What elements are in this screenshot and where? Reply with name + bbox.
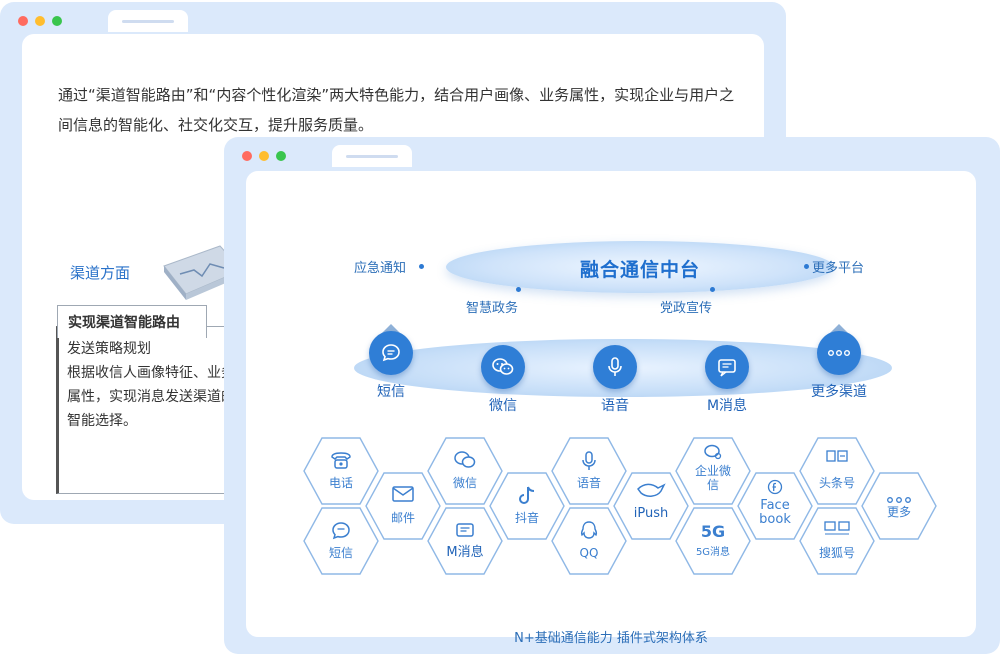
hex-label: 5G消息 [695,547,731,558]
maximize-dot[interactable] [52,16,62,26]
hex-more[interactable]: 更多 [860,471,938,541]
minimize-dot[interactable] [259,151,269,161]
feature-body: 发送策略规划 根据收信人画像特征、业务属性，实现消息发送渠道的智能选择。 [67,341,235,429]
hex-label: 电话 [328,476,353,490]
channel-wechat[interactable]: 微信 [468,345,538,415]
hex-qq[interactable]: QQ [550,506,628,576]
5g-icon: 5G [700,522,726,541]
chat-bubble-icon [369,331,413,375]
channel-label: M消息 [706,398,748,414]
front-window: 融合通信中台 应急通知 更多平台 智慧政务 党政宣传 短信 微信 [224,137,1000,654]
hex-sohu[interactable]: 搜狐号 [798,506,876,576]
hex-sms[interactable]: 短信 [302,506,380,576]
hub-title: 融合通信中台 [579,259,700,281]
hex-label: 抖音 [514,511,539,525]
channel-more[interactable]: 更多渠道 [804,331,874,401]
channel-label: 微信 [489,398,517,414]
hex-label: 头条号 [818,476,855,490]
ipush-bird-icon [612,481,690,503]
window-controls [18,16,62,26]
channel-label: 更多渠道 [811,384,867,400]
hub-point [710,287,715,292]
hub-point [804,264,809,269]
feature-heading: 实现渠道智能路由 [57,305,207,338]
hex-label: 搜狐号 [818,546,855,560]
channel-sms[interactable]: 短信 [356,331,426,401]
bottom-caption: N+基础通信能力 插件式架构体系 [514,631,708,646]
hex-tiktok[interactable]: 抖音 [488,471,566,541]
wechat-icon [426,450,504,474]
mail-icon [364,485,442,507]
minimize-dot[interactable] [35,16,45,26]
hex-label: M消息 [446,545,484,560]
hub-label-party: 党政宣传 [660,301,713,316]
hex-label: 语音 [576,476,601,490]
channel-label: 短信 [377,384,405,400]
hex-wecom[interactable]: 企业微信 [674,436,752,506]
channel-voice[interactable]: 语音 [580,345,650,415]
hex-label: Face book [759,498,791,527]
hex-5g[interactable]: 5G 5G消息 [674,506,752,576]
hex-phone[interactable]: 电话 [302,436,380,506]
phone-icon [302,450,380,474]
channel-m-message[interactable]: M消息 [692,345,762,415]
hex-label: 企业微信 [695,464,732,492]
hex-mail[interactable]: 邮件 [364,471,442,541]
hex-voice[interactable]: 语音 [550,436,628,506]
hex-label: 微信 [452,476,477,490]
chat-bubble-icon [302,520,380,546]
hex-label: 邮件 [390,511,415,525]
hub-point [419,264,424,269]
wechat-icon [481,345,525,389]
hex-facebook[interactable]: Face book [736,471,814,541]
sohu-icon [798,520,876,540]
intro-text: 通过“渠道智能路由”和“内容个性化渲染”两大特色能力，结合用户画像、业务属性，实… [58,86,735,134]
hex-label: iPush [633,506,669,521]
hex-label: 短信 [328,546,353,560]
browser-tab[interactable] [108,10,188,32]
close-dot[interactable] [18,16,28,26]
wecom-icon [674,444,752,464]
facebook-icon [736,479,814,499]
channel-label: 语音 [601,398,629,414]
more-dots-icon [817,331,861,375]
hex-label: QQ [579,546,599,560]
browser-tab[interactable] [332,145,412,167]
hub-label-gov: 智慧政务 [466,301,519,316]
architecture-diagram: 融合通信中台 应急通知 更多平台 智慧政务 党政宣传 短信 微信 [246,171,976,646]
hex-ipush[interactable]: iPush [612,471,690,541]
hex-m-message[interactable]: M消息 [426,506,504,576]
more-dots-icon [860,489,938,508]
hex-label: 更多 [886,505,911,519]
toutiao-icon [798,448,876,467]
microphone-icon [593,345,637,389]
close-dot[interactable] [242,151,252,161]
hub-label-emergency: 应急通知 [354,261,407,276]
channel-section-title: 渠道方面 [70,264,131,282]
window-controls [242,151,286,161]
hex-toutiao[interactable]: 头条号 [798,436,876,506]
microphone-icon [550,450,628,476]
tiktok-icon [488,485,566,511]
hex-wechat[interactable]: 微信 [426,436,504,506]
hub-label-more-platforms: 更多平台 [812,261,865,276]
maximize-dot[interactable] [276,151,286,161]
hub-point [516,287,521,292]
m-message-icon [426,520,504,546]
m-message-icon [705,345,749,389]
hub-ellipse: 融合通信中台 [446,241,834,293]
qq-icon [550,520,628,546]
